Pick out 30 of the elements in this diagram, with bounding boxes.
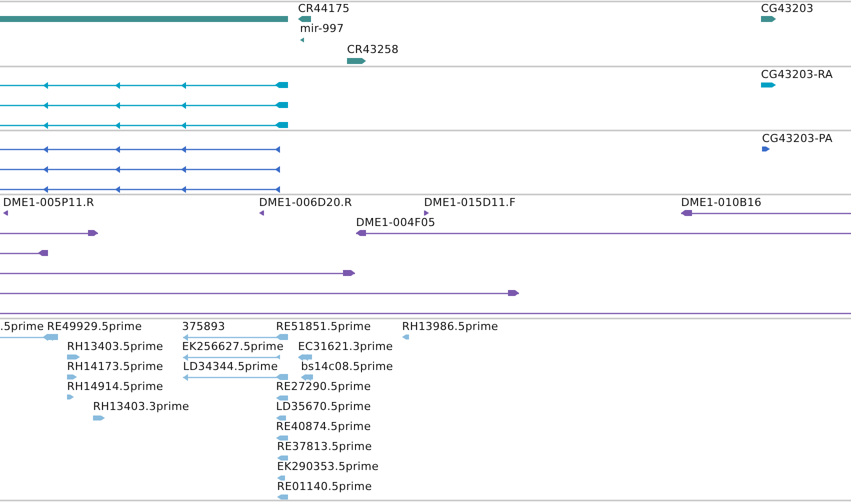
feature-label: mir-997 [300, 22, 344, 35]
feature-label: CR43258 [347, 43, 399, 56]
feature-label: DME1-006D20.R [259, 196, 352, 209]
feature-label: RE40874.5prime [276, 420, 371, 433]
feature-label: RH13986.5prime [402, 320, 498, 333]
feature-label: DME1-010B16 [681, 196, 762, 209]
feature-label: RE01140.5prime [277, 480, 372, 493]
feature-label: 375893 [182, 320, 226, 333]
feature-label: RE51851.5prime [276, 320, 371, 333]
feature-label: EK290353.5prime [277, 460, 379, 473]
feature-label: DME1-005P11.R [3, 196, 94, 209]
feature-label: LD34344.5prime [183, 360, 278, 373]
feature-label: CG43203-RA [761, 68, 833, 81]
feature-label: EC31621.3prime [298, 340, 393, 353]
feature-label: RH14914.5prime [67, 380, 164, 393]
feature-label: EK256627.5prime [182, 340, 284, 353]
feature-label: .5prime [0, 320, 44, 333]
feature-label: LD35670.5prime [276, 400, 371, 413]
feature-label: RH13403.3prime [93, 400, 190, 413]
feature-label: DME1-004F05 [356, 216, 436, 229]
feature-label: CR44175 [298, 2, 350, 15]
feature-label: CG43203-PA [762, 132, 833, 145]
feature-label: RH13403.5prime [67, 340, 164, 353]
feature-label: bs14c08.5prime [301, 360, 394, 373]
feature-label: RE49929.5prime [47, 320, 142, 333]
feature-label: DME1-015D11.F [424, 196, 516, 209]
feature-label: CG43203 [761, 2, 814, 15]
feature-label: RE37813.5prime [277, 440, 372, 453]
feature-label: RH14173.5prime [67, 360, 164, 373]
feature-label: RE27290.5prime [276, 380, 371, 393]
